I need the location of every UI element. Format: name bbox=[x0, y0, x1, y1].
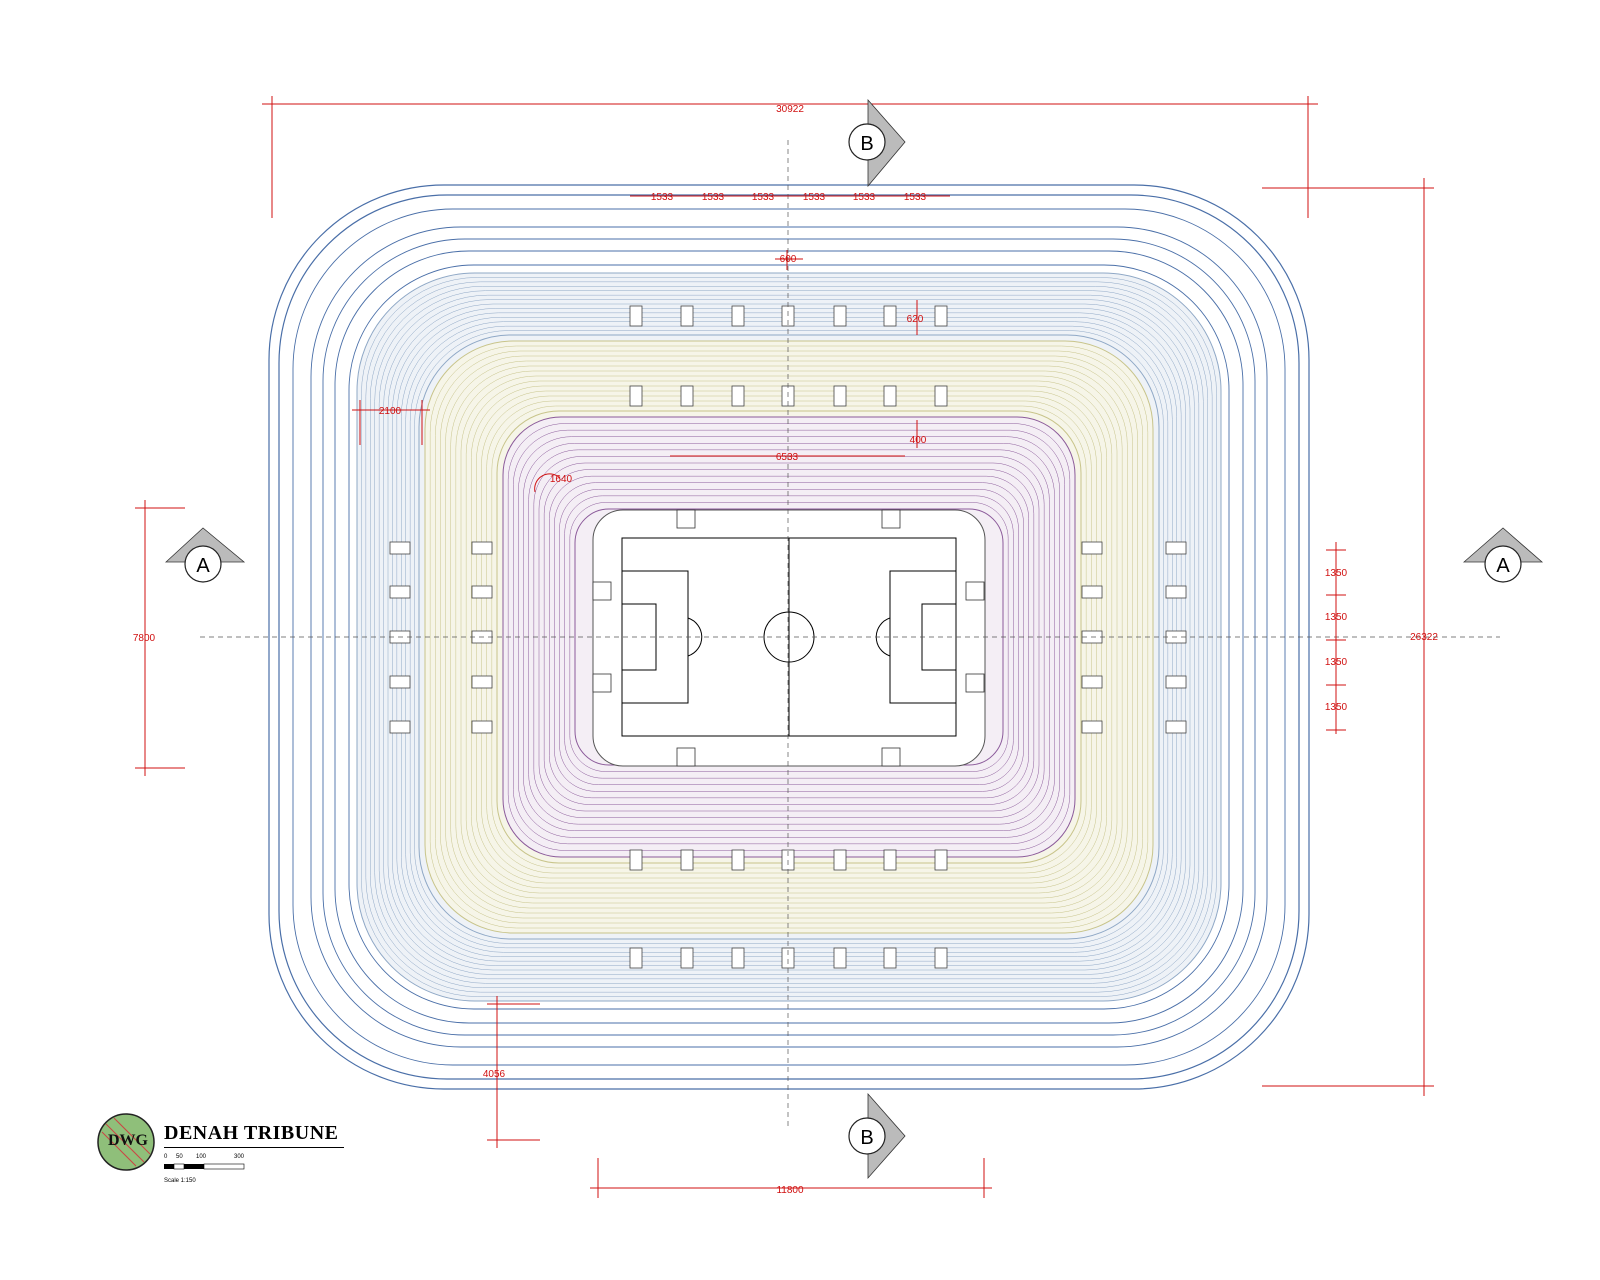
vomitory bbox=[731, 947, 745, 969]
svg-text:A: A bbox=[196, 555, 210, 577]
vomitory bbox=[833, 385, 847, 407]
vomitory bbox=[1165, 720, 1187, 734]
vomitory-markers bbox=[389, 305, 1187, 969]
dim-bottom-11800: 11800 bbox=[776, 1185, 804, 1196]
dim-bay-1533: 1533 bbox=[904, 192, 927, 203]
drawing-title: DENAH TRIBUNE bbox=[164, 1122, 339, 1144]
scale-tick: 0 bbox=[164, 1154, 168, 1160]
dim-bay-1350: 1350 bbox=[1325, 612, 1348, 623]
vomitory bbox=[389, 585, 411, 599]
vomitory bbox=[883, 849, 897, 871]
goal-area-left bbox=[621, 603, 657, 671]
vomitory bbox=[883, 305, 897, 327]
vomitory bbox=[680, 305, 694, 327]
vomitory bbox=[833, 305, 847, 327]
dim-inner-400: 400 bbox=[910, 435, 927, 446]
section-axis-lines bbox=[200, 140, 1500, 1130]
vomitory bbox=[389, 541, 411, 555]
scale-tick: 300 bbox=[234, 1154, 245, 1160]
scale-note: Scale 1:150 bbox=[164, 1178, 196, 1184]
dim-bay-1350: 1350 bbox=[1325, 702, 1348, 713]
seat-row bbox=[523, 443, 1055, 831]
dimension-lines bbox=[135, 96, 1434, 1198]
dimension-labels: 30922 26322 1533 1533 1533 1533 1533 1533 600… bbox=[133, 104, 1438, 1196]
dim-radius-1640: 1640 bbox=[550, 474, 573, 485]
vomitory bbox=[1165, 541, 1187, 555]
vomitory bbox=[389, 720, 411, 734]
dim-aisle-600: 600 bbox=[780, 254, 797, 265]
dim-tier-2100: 2100 bbox=[379, 406, 402, 417]
vomitory bbox=[833, 947, 847, 969]
vomitory bbox=[471, 675, 493, 689]
dim-bay-1533: 1533 bbox=[853, 192, 876, 203]
vomitory bbox=[934, 947, 948, 969]
dim-bay-1350: 1350 bbox=[1325, 568, 1348, 579]
dim-left-span-7800: 7800 bbox=[133, 633, 156, 644]
vomitory bbox=[934, 849, 948, 871]
svg-text:A: A bbox=[1496, 555, 1510, 577]
scale-tick: 100 bbox=[196, 1154, 207, 1160]
vomitory bbox=[680, 947, 694, 969]
vomitory bbox=[731, 385, 745, 407]
vomitory bbox=[883, 947, 897, 969]
dim-corner-4056: 4056 bbox=[483, 1069, 506, 1080]
vomitory bbox=[471, 585, 493, 599]
vomitory bbox=[471, 541, 493, 555]
vomitory bbox=[1165, 675, 1187, 689]
dim-vomitory-620: 620 bbox=[907, 314, 924, 325]
dim-overall-width: 30922 bbox=[776, 104, 804, 115]
vomitory bbox=[731, 305, 745, 327]
vomitory bbox=[1081, 675, 1103, 689]
vomitory bbox=[731, 849, 745, 871]
penalty-arc-left bbox=[687, 617, 703, 657]
vomitory bbox=[1081, 585, 1103, 599]
section-marker-b-top: B bbox=[848, 98, 906, 188]
section-marker-a-right: A bbox=[1462, 527, 1544, 583]
vomitory bbox=[833, 849, 847, 871]
pitch-side-structures bbox=[592, 509, 985, 767]
dwg-logo: DWG bbox=[96, 1112, 156, 1172]
dim-overall-height: 26322 bbox=[1410, 632, 1438, 643]
vomitory bbox=[680, 385, 694, 407]
svg-text:B: B bbox=[860, 1127, 873, 1149]
vomitory bbox=[934, 305, 948, 327]
vomitory bbox=[1081, 720, 1103, 734]
vomitory bbox=[934, 385, 948, 407]
dim-bay-1350: 1350 bbox=[1325, 657, 1348, 668]
seat-row bbox=[361, 277, 1217, 997]
vomitory bbox=[1165, 585, 1187, 599]
vomitory bbox=[629, 849, 643, 871]
svg-text:B: B bbox=[860, 133, 873, 155]
vomitory bbox=[471, 720, 493, 734]
vomitory bbox=[629, 947, 643, 969]
scale-tick: 50 bbox=[176, 1154, 183, 1160]
dim-bay-1533: 1533 bbox=[702, 192, 725, 203]
seat-row bbox=[370, 286, 1208, 988]
vomitory bbox=[1081, 541, 1103, 555]
vomitory bbox=[629, 385, 643, 407]
seat-row bbox=[378, 294, 1200, 980]
dim-bay-1533: 1533 bbox=[651, 192, 674, 203]
dim-inner-6533: 6533 bbox=[776, 452, 799, 463]
title-block: DWG DENAH TRIBUNE 0 50 100 300 Scale 1:1… bbox=[96, 1112, 356, 1202]
dim-bay-1533: 1533 bbox=[803, 192, 826, 203]
seat-row bbox=[559, 489, 1019, 785]
dim-bay-1533: 1533 bbox=[752, 192, 775, 203]
scale-bar bbox=[164, 1163, 245, 1170]
title-underline bbox=[164, 1147, 344, 1148]
vomitory bbox=[680, 849, 694, 871]
vomitory bbox=[883, 385, 897, 407]
vomitory bbox=[629, 305, 643, 327]
section-marker-a-left: A bbox=[164, 527, 246, 583]
logo-text: DWG bbox=[108, 1132, 148, 1149]
section-marker-b-bottom: B bbox=[848, 1092, 906, 1180]
vomitory bbox=[389, 675, 411, 689]
